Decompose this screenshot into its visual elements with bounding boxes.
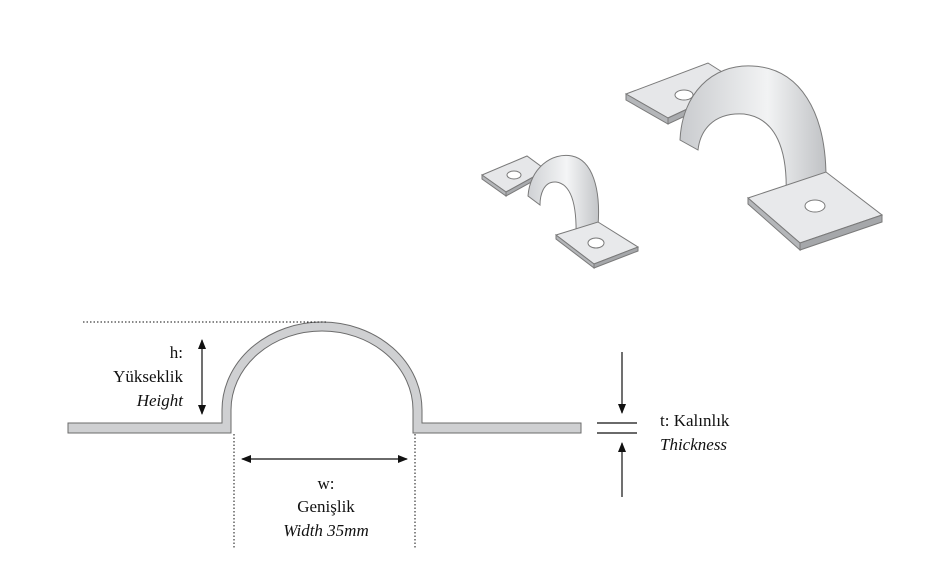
height-symbol: h: [170,343,183,362]
width-label-en: Width 35mm [283,521,368,540]
thickness-label-en: Thickness [660,435,727,454]
width-symbol: w: [318,474,335,493]
small-clamp-render [480,154,640,270]
height-label-en: Height [136,391,185,410]
clamp-profile [67,321,582,434]
width-dimension: w: Genişlik Width 35mm [233,434,416,548]
height-label-tr: Yükseklik [113,367,183,386]
thickness-dimension: t: Kalınlık Thickness [597,352,730,497]
height-dimension: h: Yükseklik Height [83,321,326,415]
width-label-tr: Genişlik [297,497,355,516]
large-clamp-render [624,62,884,252]
thickness-label-tr: t: Kalınlık [660,411,730,430]
